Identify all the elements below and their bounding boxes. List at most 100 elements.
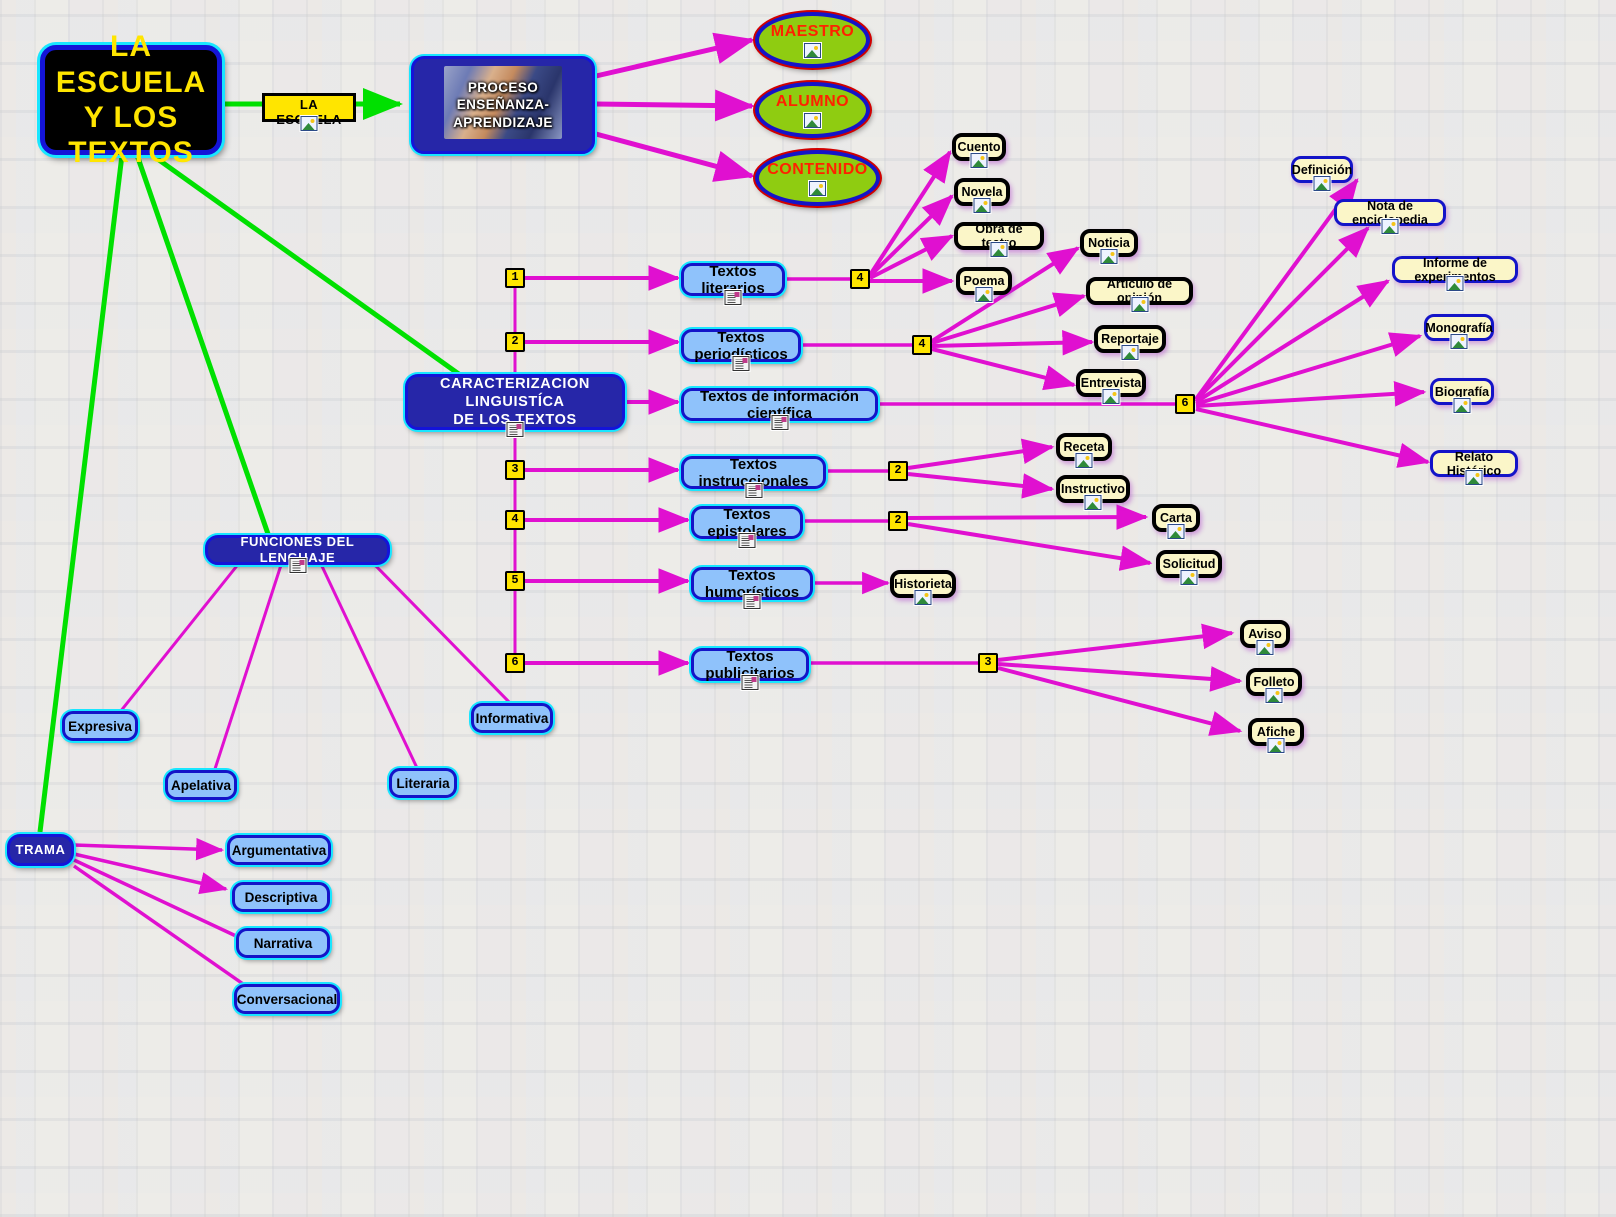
node-descriptiva[interactable]: Descriptiva bbox=[232, 882, 330, 912]
node-solicitud[interactable]: Solicitud bbox=[1156, 550, 1222, 585]
node-alumno-label: ALUMNO bbox=[775, 92, 850, 110]
argumentativa-label: Argumentativa bbox=[231, 842, 327, 858]
branch-marker-cientifica[interactable]: 6 bbox=[1175, 394, 1195, 414]
node-afiche[interactable]: Afiche bbox=[1248, 718, 1304, 753]
branch-marker-literarios[interactable]: 4 bbox=[850, 269, 870, 289]
picture-icon bbox=[1167, 524, 1185, 539]
picture-icon bbox=[1180, 570, 1198, 585]
node-reportaje[interactable]: Reportaje bbox=[1094, 325, 1166, 360]
solicitud-label: Solicitud bbox=[1162, 557, 1216, 571]
node-entrevista[interactable]: Entrevista bbox=[1076, 369, 1146, 404]
node-receta[interactable]: Receta bbox=[1056, 433, 1112, 468]
marker-4[interactable]: 4 bbox=[505, 510, 525, 530]
branch-marker-instruccionales[interactable]: 2 bbox=[888, 461, 908, 481]
node-novela[interactable]: Novela bbox=[954, 178, 1010, 213]
node-informativa[interactable]: Informativa bbox=[471, 703, 553, 733]
branch-marker-publicitarios[interactable]: 3 bbox=[978, 653, 998, 673]
node-textos-epistolares[interactable]: Textos epistolares bbox=[691, 506, 803, 548]
picture-icon bbox=[1100, 249, 1118, 264]
node-textos-literarios[interactable]: Textos literarios bbox=[681, 262, 785, 305]
informativa-label: Informativa bbox=[475, 710, 549, 726]
picture-icon bbox=[804, 42, 821, 58]
node-definicion[interactable]: Definición bbox=[1291, 156, 1353, 191]
node-literaria[interactable]: Literaria bbox=[389, 768, 457, 798]
caracterizacion-line1: CARACTERIZACION LINGUISTÍCA bbox=[440, 375, 590, 410]
node-cuento[interactable]: Cuento bbox=[952, 133, 1006, 168]
picture-icon bbox=[975, 287, 993, 302]
picture-icon bbox=[1450, 334, 1468, 349]
photo-hands-icon bbox=[444, 66, 562, 139]
node-nota-de-enciclopedia[interactable]: Nota de enciclopedia bbox=[1334, 199, 1446, 234]
node-folleto[interactable]: Folleto bbox=[1246, 668, 1302, 703]
node-noticia[interactable]: Noticia bbox=[1080, 229, 1138, 264]
node-argumentativa[interactable]: Argumentativa bbox=[227, 835, 331, 865]
reportaje-label: Reportaje bbox=[1101, 332, 1159, 346]
document-icon bbox=[743, 594, 761, 609]
marker-2[interactable]: 2 bbox=[505, 332, 525, 352]
node-textos-periodisticos[interactable]: Textos periodísticos bbox=[681, 328, 801, 371]
node-textos-publicitarios[interactable]: Textos publicitarios bbox=[691, 648, 809, 690]
textos-literarios-label: Textos literarios bbox=[701, 262, 765, 297]
picture-icon bbox=[804, 112, 821, 128]
node-textos-instruccionales[interactable]: Textos instruccionales bbox=[681, 456, 826, 498]
node-relato-historico[interactable]: Relato Histórico bbox=[1430, 450, 1518, 485]
node-poema[interactable]: Poema bbox=[956, 267, 1012, 302]
cuento-label: Cuento bbox=[957, 140, 1001, 154]
marker-6[interactable]: 6 bbox=[505, 653, 525, 673]
biografia-label: Biografía bbox=[1434, 384, 1490, 399]
node-trama[interactable]: TRAMA bbox=[7, 834, 74, 866]
publicitarios-links bbox=[997, 623, 1243, 736]
picture-icon bbox=[914, 590, 932, 605]
picture-icon bbox=[1453, 398, 1471, 413]
node-textos-humoristicos[interactable]: Textos humorísticos bbox=[691, 566, 813, 609]
document-icon bbox=[732, 356, 750, 371]
textos-humoristicos-label: Textos humorísticos bbox=[704, 566, 800, 601]
node-obra-de-teatro[interactable]: Obra de teatro bbox=[954, 222, 1044, 257]
node-maestro-label: MAESTRO bbox=[770, 22, 855, 40]
node-expresiva[interactable]: Expresiva bbox=[62, 711, 138, 741]
node-aviso[interactable]: Aviso bbox=[1240, 620, 1290, 655]
node-textos-informacion-cientifica[interactable]: Textos de información científica bbox=[681, 388, 878, 430]
node-funciones-del-lenguaje[interactable]: FUNCIONES DEL LENGUAJE bbox=[205, 534, 390, 573]
literarios-links bbox=[868, 149, 955, 294]
node-monografia[interactable]: Monografía bbox=[1424, 314, 1494, 349]
node-maestro[interactable]: MAESTRO bbox=[755, 12, 870, 68]
marker-3[interactable]: 3 bbox=[505, 460, 525, 480]
texttype-links bbox=[525, 265, 691, 676]
picture-icon bbox=[1381, 219, 1399, 234]
entrevista-label: Entrevista bbox=[1080, 376, 1142, 390]
picture-icon bbox=[300, 116, 318, 131]
document-icon bbox=[745, 483, 762, 498]
picture-icon bbox=[1267, 738, 1285, 753]
branch-marker-epistolares[interactable]: 2 bbox=[888, 511, 908, 531]
branch-marker-periodisticos[interactable]: 4 bbox=[912, 335, 932, 355]
root-title-node[interactable]: LA ESCUELA Y LOS TEXTOS bbox=[40, 30, 222, 169]
marker-5[interactable]: 5 bbox=[505, 571, 525, 591]
marker-1[interactable]: 1 bbox=[505, 268, 525, 288]
node-narrativa[interactable]: Narrativa bbox=[236, 928, 330, 958]
picture-icon bbox=[1102, 389, 1120, 404]
node-apelativa[interactable]: Apelativa bbox=[165, 770, 237, 800]
node-informe-de-experimentos[interactable]: Informe de experimentos bbox=[1392, 256, 1518, 291]
node-carta[interactable]: Carta bbox=[1152, 504, 1200, 539]
proceso-ensenanza-node[interactable]: PROCESO ENSEÑANZA-APRENDIZAJE bbox=[411, 56, 595, 154]
node-alumno[interactable]: ALUMNO bbox=[755, 82, 870, 138]
carta-label: Carta bbox=[1160, 511, 1192, 525]
historieta-label: Historieta bbox=[894, 577, 952, 591]
node-instructivo[interactable]: Instructivo bbox=[1056, 475, 1130, 510]
document-icon bbox=[738, 533, 756, 548]
node-articulo-de-opinion[interactable]: Artículo de opinión bbox=[1086, 277, 1193, 312]
branch-stem-links bbox=[785, 277, 1175, 665]
instruccionales-links bbox=[907, 438, 1055, 499]
node-contenido[interactable]: CONTENIDO bbox=[755, 150, 880, 206]
node-conversacional[interactable]: Conversacional bbox=[234, 984, 340, 1014]
textos-periodisticos-label: Textos periodísticos bbox=[694, 328, 788, 363]
node-caracterizacion-linguistica[interactable]: CARACTERIZACION LINGUISTÍCA DE LOS TEXTO… bbox=[405, 374, 625, 437]
aviso-label: Aviso bbox=[1248, 627, 1282, 641]
literaria-label: Literaria bbox=[396, 775, 450, 791]
node-historieta[interactable]: Historieta bbox=[890, 570, 956, 605]
la-escuela-label-chip[interactable]: LA ESCUELA bbox=[262, 93, 356, 131]
apelativa-label: Apelativa bbox=[170, 777, 232, 793]
node-biografia[interactable]: Biografía bbox=[1430, 378, 1494, 413]
